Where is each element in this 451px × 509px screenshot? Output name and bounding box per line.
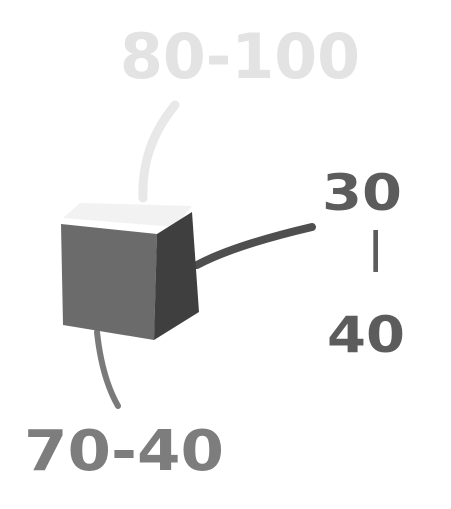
top-range-label: 80-100	[120, 20, 360, 93]
bottom-connector-line	[94, 329, 121, 409]
right-connector-line	[193, 223, 316, 269]
right-range-start-label: 30	[322, 164, 402, 222]
top-connector-line	[138, 100, 180, 203]
right-range-end-label: 40	[327, 306, 405, 364]
cube-side-face	[154, 212, 199, 340]
bottom-range-label: 70-40	[24, 419, 224, 484]
cube-top-face	[63, 203, 192, 227]
right-range-dash: |	[368, 223, 383, 272]
cube	[61, 203, 199, 340]
cube-front-face	[61, 224, 157, 340]
